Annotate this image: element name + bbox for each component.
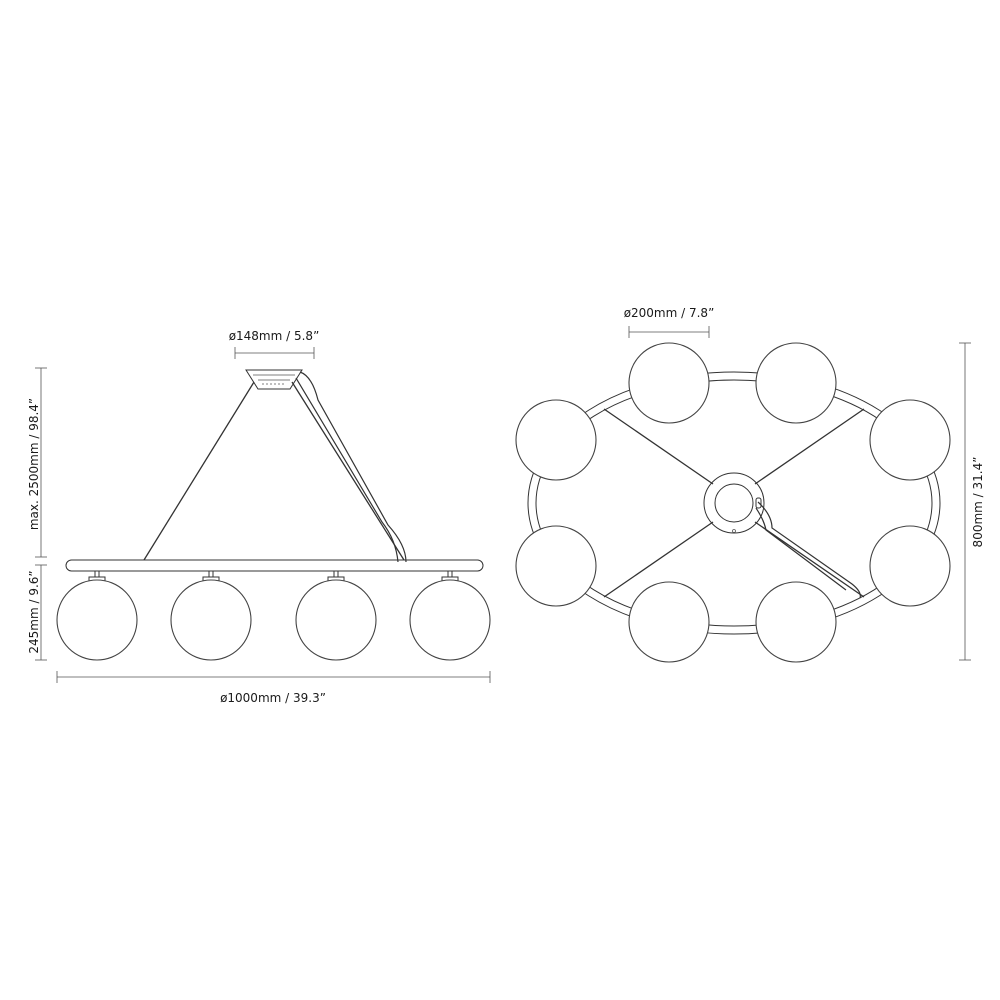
side-view: ø148mm / 5.8” — [27, 329, 491, 705]
side-globe-4 — [409, 579, 491, 661]
globe-height-label: 245mm / 9.6” — [27, 570, 41, 653]
ceiling-canopy — [245, 369, 303, 390]
depth-dimension: 800mm / 31.4” — [959, 342, 985, 661]
max-height-label: max. 2500mm / 98.4” — [27, 398, 41, 530]
top-view: ø200mm / 7.8” — [515, 306, 985, 663]
top-globe-5 — [515, 525, 597, 607]
canopy-diameter-label: ø148mm / 5.8” — [229, 329, 320, 343]
canopy-dimension: ø148mm / 5.8” — [229, 329, 320, 359]
top-globe-8 — [755, 581, 837, 663]
globe-holders — [88, 570, 459, 583]
side-globe-1 — [56, 579, 138, 661]
suspension-cables — [143, 371, 407, 563]
globe-diameter-label: ø200mm / 7.8” — [624, 306, 715, 320]
horizontal-bar — [65, 559, 484, 572]
top-globe-2 — [755, 342, 837, 424]
depth-label: 800mm / 31.4” — [971, 457, 985, 548]
top-globe-4 — [869, 399, 951, 481]
central-canopy — [703, 472, 765, 534]
overall-diameter-dimension: ø1000mm / 39.3” — [56, 671, 491, 705]
top-globe-6 — [869, 525, 951, 607]
top-globe-7 — [628, 581, 710, 663]
top-globe-3 — [515, 399, 597, 481]
side-globe-2 — [170, 579, 252, 661]
top-globe-1 — [628, 342, 710, 424]
height-dimension: max. 2500mm / 98.4” — [27, 367, 47, 558]
side-globe-3 — [295, 579, 377, 661]
spokes — [603, 408, 865, 599]
globe-diameter-dimension: ø200mm / 7.8” — [624, 306, 715, 338]
globe-height-dimension: 245mm / 9.6” — [27, 564, 47, 661]
ring — [527, 371, 941, 635]
overall-diameter-label: ø1000mm / 39.3” — [220, 691, 326, 705]
